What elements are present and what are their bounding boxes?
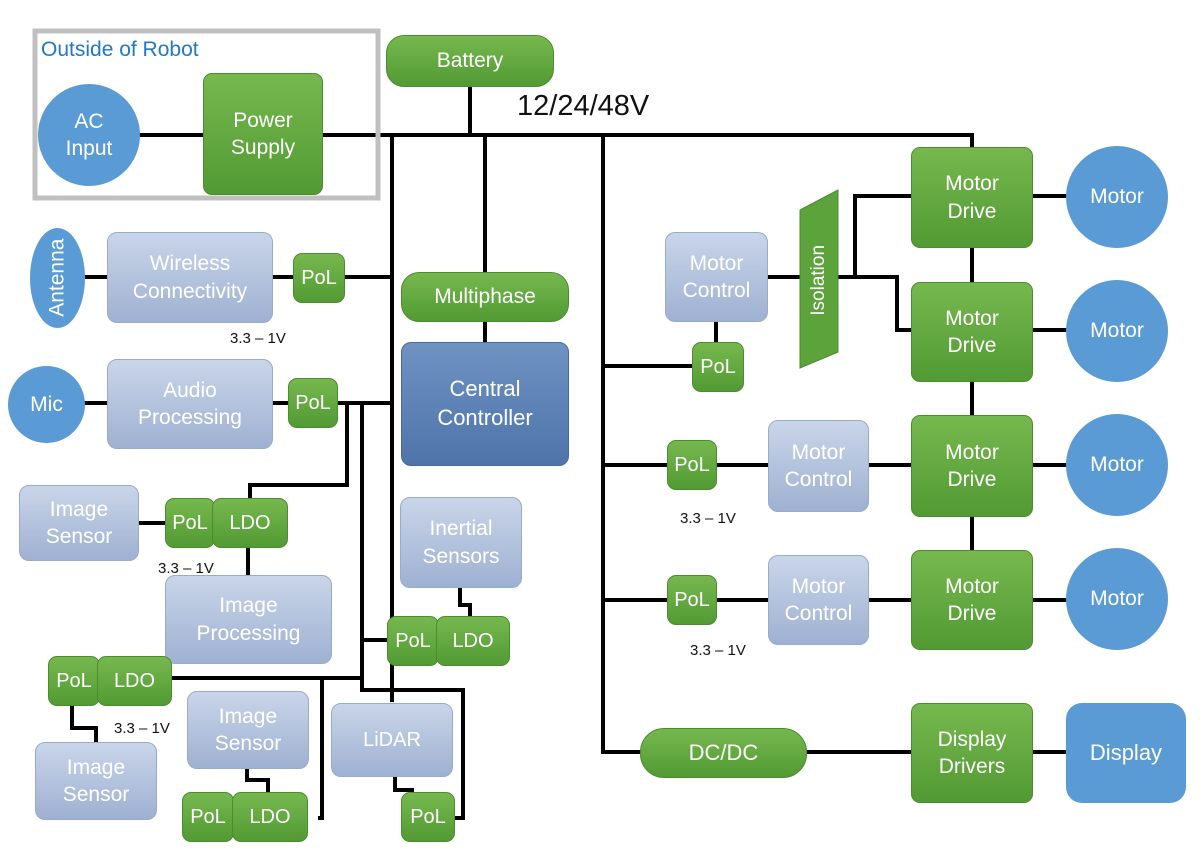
- outside-robot-frame: [32, 28, 381, 201]
- ldo-image-3: LDO: [232, 792, 308, 842]
- motor-drive-3: Motor Drive: [911, 415, 1033, 517]
- ldo-image-2: LDO: [97, 656, 172, 706]
- audio-processing-block: Audio Processing: [107, 359, 273, 449]
- ldo-inertial: LDO: [436, 616, 510, 666]
- motor-4: Motor: [1066, 548, 1168, 650]
- pol-motor-control-1: PoL: [692, 342, 744, 392]
- ldo-image-1: LDO: [212, 498, 288, 548]
- motor-control-3: Motor Control: [768, 555, 869, 645]
- lidar-block: LiDAR: [331, 703, 453, 777]
- pol-audio: PoL: [288, 378, 338, 428]
- isolation-label: Isolation: [807, 244, 829, 316]
- pol-motor-control-2: PoL: [667, 440, 717, 490]
- wireless-connectivity-block: Wireless Connectivity: [107, 232, 273, 323]
- multiphase-block: Multiphase: [401, 272, 569, 322]
- power-supply-block: Power Supply: [203, 73, 323, 195]
- motor-control-1: Motor Control: [665, 232, 768, 322]
- voltage-note-image-2: 3.3 – 1V: [114, 720, 170, 737]
- antenna-node: Antenna: [30, 228, 85, 328]
- ac-input-node: AC Input: [38, 84, 140, 186]
- image-processing-block: Image Processing: [165, 575, 332, 664]
- display-block: Display: [1066, 703, 1186, 803]
- pol-image-2: PoL: [48, 656, 100, 706]
- isolation-shape: [799, 189, 839, 369]
- pol-inertial: PoL: [387, 616, 439, 666]
- outside-robot-label: Outside of Robot: [41, 38, 199, 61]
- motor-1: Motor: [1066, 146, 1168, 248]
- inertial-sensors-block: Inertial Sensors: [400, 497, 522, 588]
- motor-3: Motor: [1066, 414, 1168, 516]
- voltage-note-image-1: 3.3 – 1V: [158, 560, 214, 577]
- motor-2: Motor: [1066, 280, 1168, 382]
- dcdc-block: DC/DC: [640, 728, 807, 778]
- pol-image-1: PoL: [165, 498, 215, 548]
- voltage-note-wireless: 3.3 – 1V: [230, 330, 286, 347]
- pol-lidar: PoL: [401, 792, 455, 842]
- voltage-note-motor-2: 3.3 – 1V: [680, 510, 736, 527]
- motor-drive-4: Motor Drive: [911, 550, 1033, 650]
- voltage-note-motor-3: 3.3 – 1V: [690, 642, 746, 659]
- image-sensor-1: Image Sensor: [19, 485, 139, 561]
- bus-voltage-label: 12/24/48V: [517, 90, 650, 122]
- pol-image-3: PoL: [182, 792, 234, 842]
- motor-drive-2: Motor Drive: [911, 282, 1033, 382]
- image-sensor-2: Image Sensor: [35, 742, 157, 820]
- motor-drive-1: Motor Drive: [911, 147, 1033, 248]
- central-controller-block: Central Controller: [401, 342, 569, 466]
- display-drivers-block: Display Drivers: [911, 703, 1033, 803]
- image-sensor-3: Image Sensor: [187, 691, 309, 769]
- motor-control-2: Motor Control: [768, 420, 869, 512]
- pol-motor-control-3: PoL: [667, 575, 717, 625]
- mic-node: Mic: [8, 366, 85, 443]
- pol-wireless: PoL: [293, 253, 345, 303]
- battery-block: Battery: [386, 35, 554, 87]
